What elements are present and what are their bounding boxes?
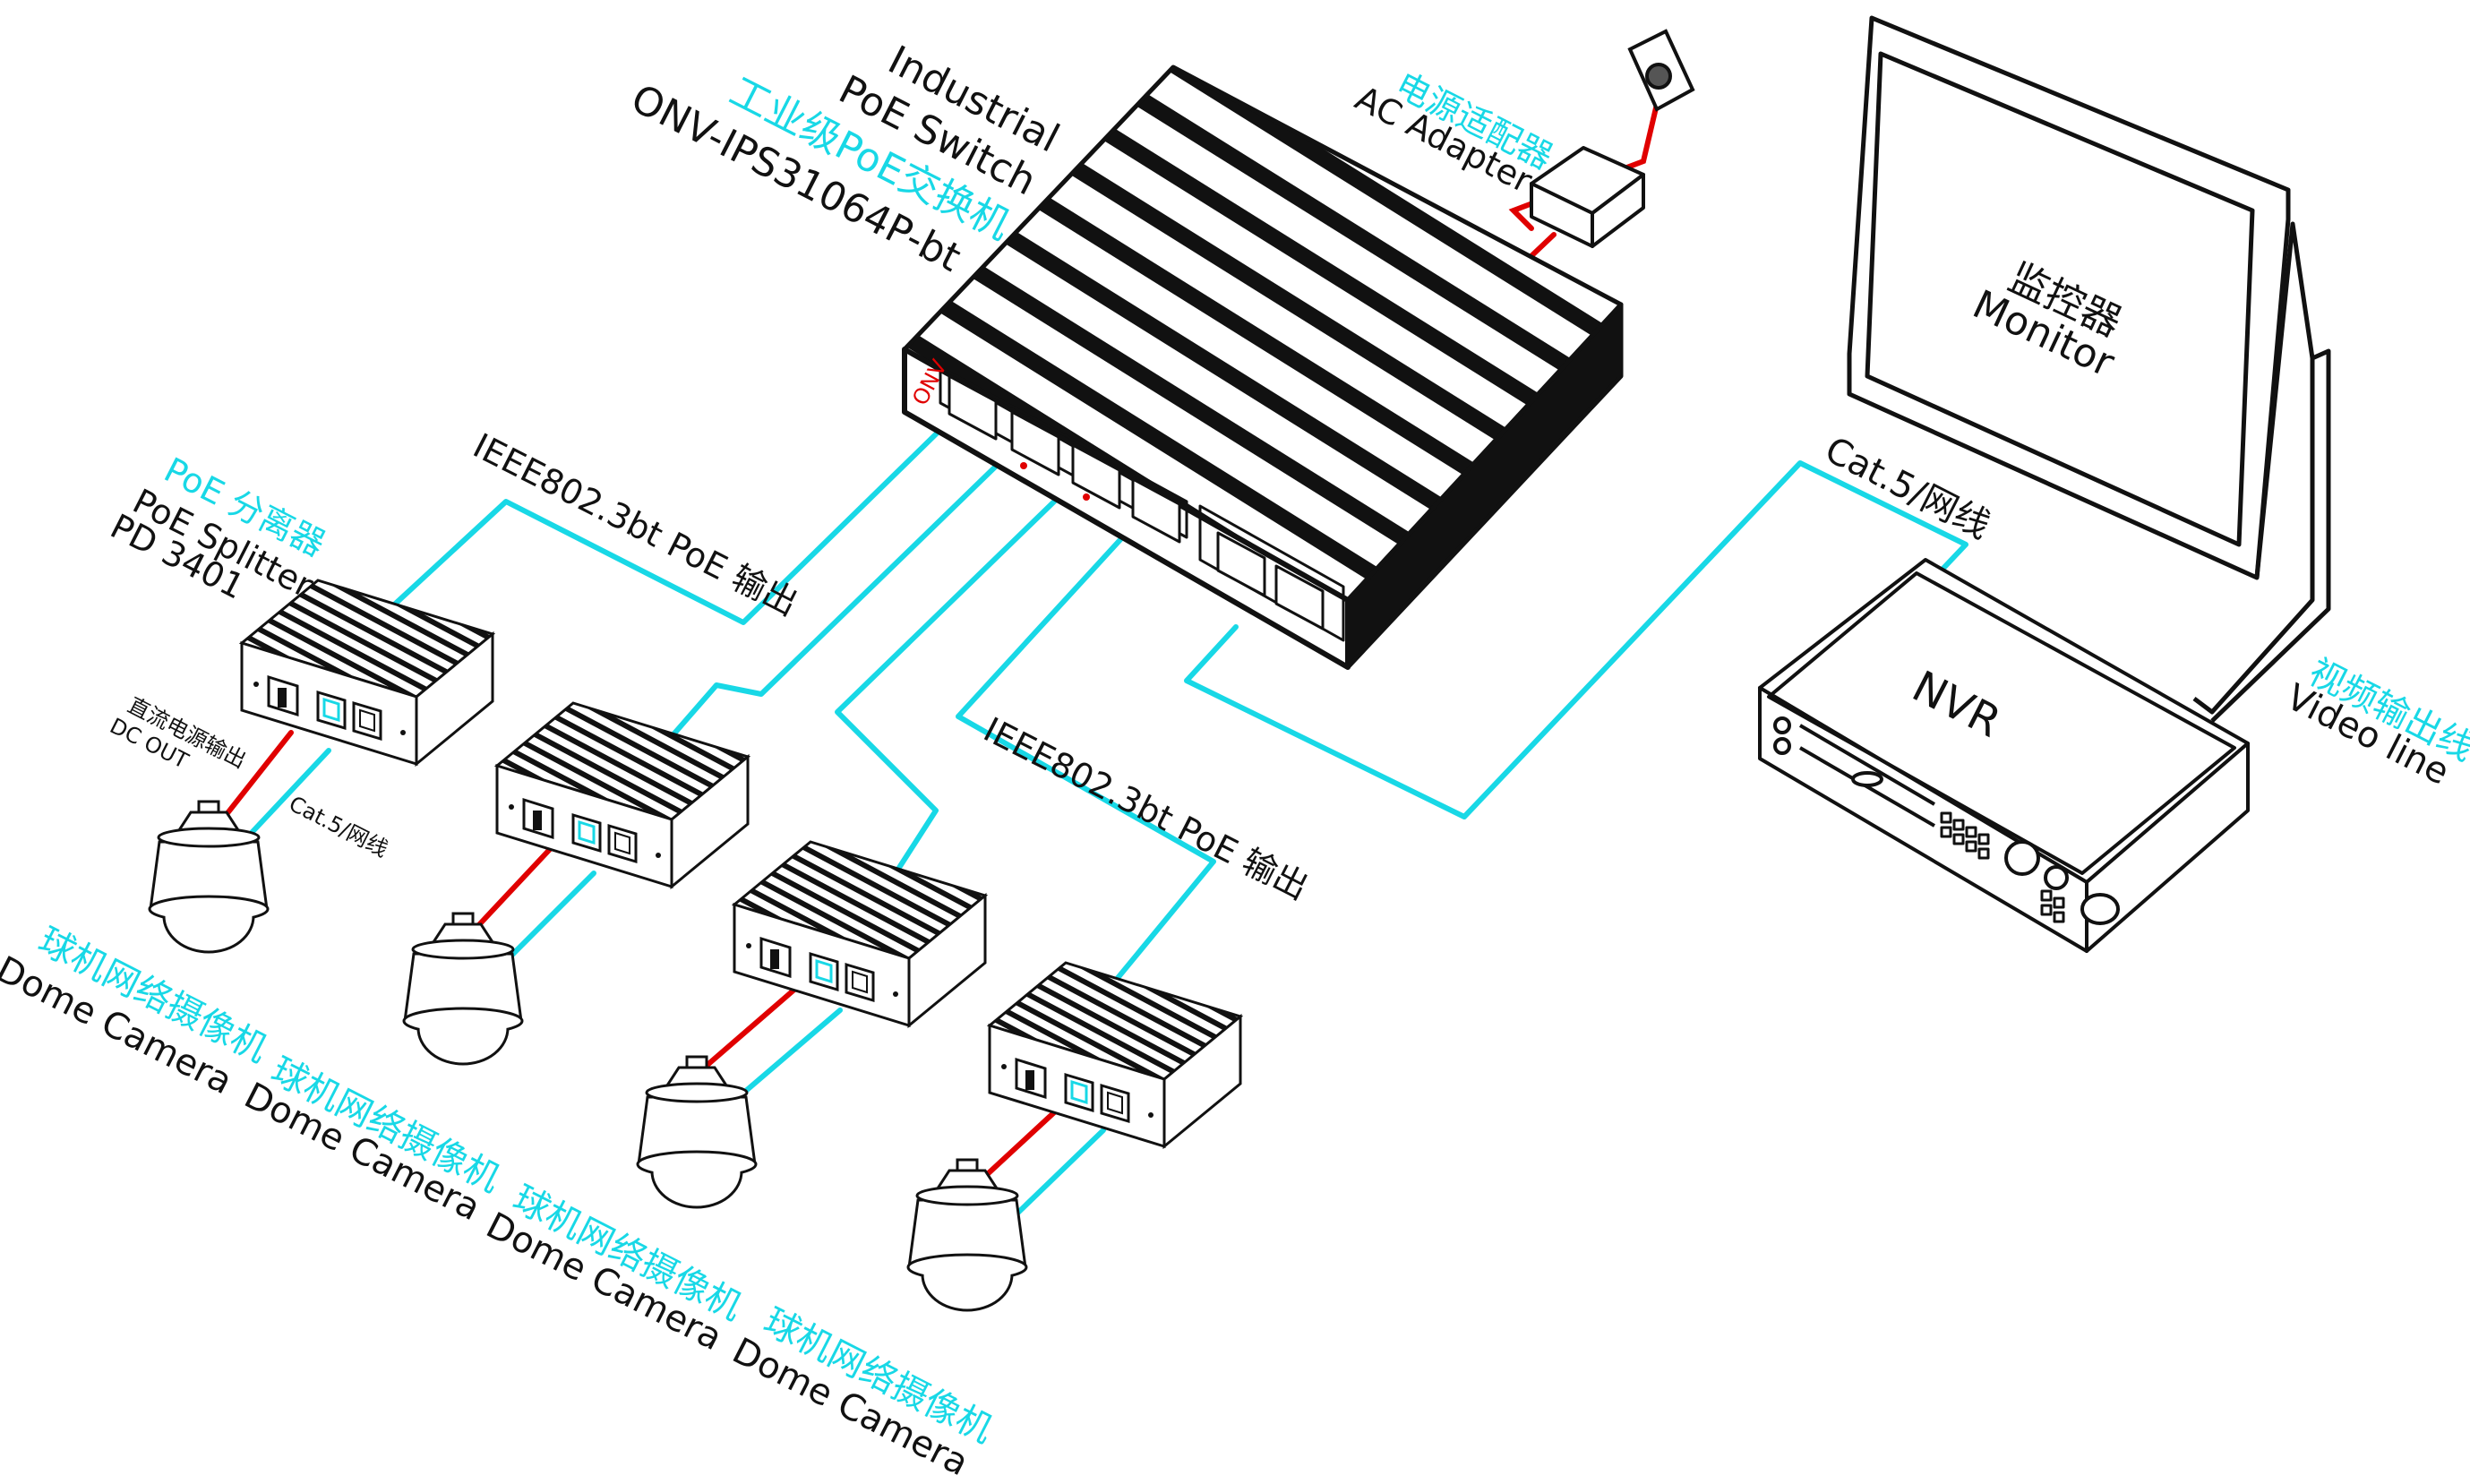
poe-cable-3 [835,472,1085,876]
poe-splitter-2 [495,701,750,888]
dome-camera-3 [636,1055,758,1209]
poe-splitter-3 [733,840,987,1027]
poe-splitter-1 [240,579,494,766]
ac-adapter [1530,146,1645,248]
dome-camera-1 [148,800,270,954]
industrial-poe-switch [902,64,1624,670]
poe-splitter-4 [988,961,1242,1148]
uplink-cable [1184,460,1968,819]
nvr-recorder [1758,558,2250,953]
poe-cable-4 [956,499,1216,981]
network-diagram [148,15,2331,1312]
poe-cable-2 [665,450,1013,744]
wall-socket [1627,29,1695,112]
dome-camera-4 [906,1158,1028,1312]
monitor [1847,15,2331,723]
poe-cable-1 [387,423,948,625]
dome-camera-2 [402,912,524,1066]
